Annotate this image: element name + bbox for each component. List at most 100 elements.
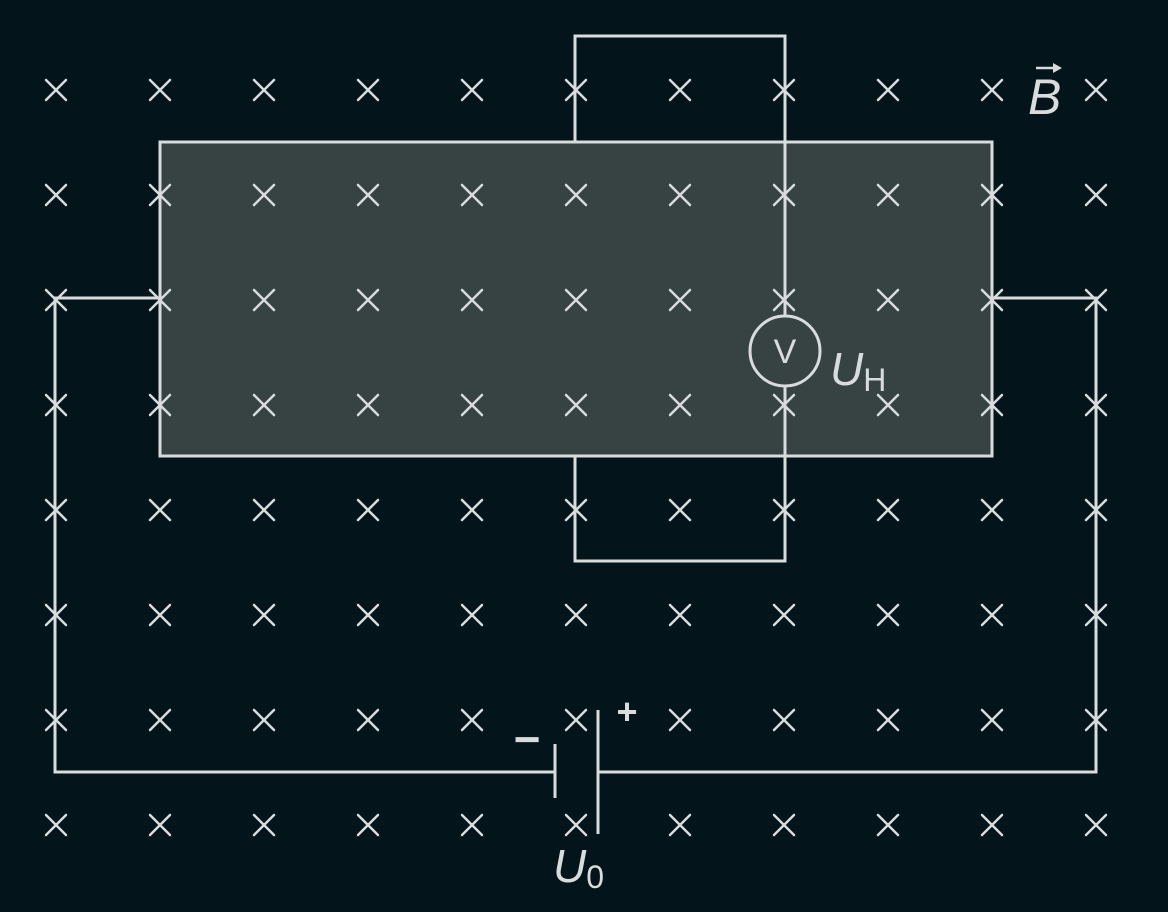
field-cross-icon bbox=[772, 78, 796, 102]
field-cross-icon bbox=[148, 78, 172, 102]
field-cross-icon bbox=[44, 708, 68, 732]
voltmeter-symbol bbox=[748, 314, 822, 388]
field-cross-icon bbox=[1084, 708, 1108, 732]
field-cross-icon bbox=[980, 288, 1004, 312]
field-cross-icon bbox=[44, 603, 68, 627]
hall-voltage-subscript: H bbox=[863, 362, 886, 398]
field-cross-icon bbox=[876, 813, 900, 837]
field-cross-icon bbox=[252, 603, 276, 627]
field-cross-icon bbox=[1084, 78, 1108, 102]
field-cross-icon bbox=[44, 288, 68, 312]
field-cross-icon bbox=[44, 393, 68, 417]
field-cross-icon bbox=[148, 708, 172, 732]
field-cross-icon bbox=[148, 498, 172, 522]
field-cross-icon bbox=[980, 78, 1004, 102]
field-cross-icon bbox=[252, 288, 276, 312]
source-voltage-subscript: 0 bbox=[586, 859, 604, 895]
field-cross-icon bbox=[564, 288, 588, 312]
field-cross-icon bbox=[876, 288, 900, 312]
field-cross-icon bbox=[772, 813, 796, 837]
field-cross-icon bbox=[876, 708, 900, 732]
field-cross-icon bbox=[876, 603, 900, 627]
field-cross-icon bbox=[980, 498, 1004, 522]
field-cross-icon bbox=[356, 393, 380, 417]
vector-arrow-icon bbox=[1036, 63, 1062, 73]
field-cross-icon bbox=[356, 708, 380, 732]
field-cross-icon bbox=[356, 183, 380, 207]
field-cross-icon bbox=[148, 288, 172, 312]
field-cross-icon bbox=[252, 78, 276, 102]
field-cross-icon bbox=[564, 708, 588, 732]
field-cross-icon bbox=[44, 183, 68, 207]
field-cross-icon bbox=[148, 813, 172, 837]
field-cross-icon bbox=[44, 498, 68, 522]
field-cross-icon bbox=[1084, 288, 1108, 312]
field-cross-icon bbox=[460, 393, 484, 417]
field-cross-icon bbox=[252, 813, 276, 837]
field-cross-icon bbox=[460, 603, 484, 627]
field-cross-icon bbox=[668, 288, 692, 312]
field-cross-icon bbox=[668, 603, 692, 627]
field-cross-icon bbox=[564, 393, 588, 417]
field-cross-icon bbox=[564, 78, 588, 102]
field-label: B bbox=[1028, 69, 1061, 125]
field-cross-icon bbox=[252, 183, 276, 207]
field-cross-icon bbox=[1084, 813, 1108, 837]
field-cross-icon bbox=[564, 813, 588, 837]
field-cross-icon bbox=[564, 498, 588, 522]
field-cross-icon bbox=[460, 813, 484, 837]
field-cross-icon bbox=[460, 183, 484, 207]
field-cross-icon bbox=[148, 393, 172, 417]
hall-voltage-label: UH bbox=[830, 343, 886, 398]
field-cross-icon bbox=[148, 183, 172, 207]
field-cross-icon bbox=[1084, 603, 1108, 627]
field-cross-icon bbox=[876, 498, 900, 522]
field-cross-icon bbox=[1084, 183, 1108, 207]
field-cross-icon bbox=[772, 603, 796, 627]
wire-right bbox=[598, 296, 1098, 774]
field-cross-icon bbox=[668, 498, 692, 522]
field-cross-icon bbox=[668, 183, 692, 207]
field-cross-icon bbox=[1084, 393, 1108, 417]
field-cross-icon bbox=[772, 288, 796, 312]
source-voltage-label: U0 bbox=[553, 840, 604, 895]
battery-plus-sign: + bbox=[616, 691, 637, 732]
field-cross-icon bbox=[252, 498, 276, 522]
field-cross-icon bbox=[44, 813, 68, 837]
field-cross-icon bbox=[980, 393, 1004, 417]
battery-minus-sign: − bbox=[514, 713, 541, 765]
magnetic-field-markers bbox=[44, 78, 1108, 837]
field-cross-icon bbox=[460, 498, 484, 522]
field-cross-icon bbox=[44, 78, 68, 102]
field-cross-icon bbox=[460, 708, 484, 732]
field-cross-icon bbox=[980, 813, 1004, 837]
field-cross-icon bbox=[772, 393, 796, 417]
field-cross-icon bbox=[668, 78, 692, 102]
field-cross-icon bbox=[772, 498, 796, 522]
field-cross-icon bbox=[876, 78, 900, 102]
wire-left bbox=[53, 296, 555, 774]
field-cross-icon bbox=[356, 78, 380, 102]
field-cross-icon bbox=[876, 393, 900, 417]
voltmeter-label: V bbox=[774, 333, 797, 371]
field-cross-icon bbox=[252, 708, 276, 732]
hall-voltage-symbol: U bbox=[830, 343, 864, 395]
field-cross-icon bbox=[980, 603, 1004, 627]
field-cross-icon bbox=[148, 603, 172, 627]
field-cross-icon bbox=[356, 498, 380, 522]
field-cross-icon bbox=[356, 813, 380, 837]
field-cross-icon bbox=[460, 78, 484, 102]
field-cross-icon bbox=[668, 708, 692, 732]
field-cross-icon bbox=[772, 708, 796, 732]
field-cross-icon bbox=[772, 183, 796, 207]
field-cross-icon bbox=[356, 603, 380, 627]
field-cross-icon bbox=[252, 393, 276, 417]
field-cross-icon bbox=[668, 813, 692, 837]
field-cross-icon bbox=[980, 708, 1004, 732]
field-cross-icon bbox=[876, 183, 900, 207]
field-cross-icon bbox=[980, 183, 1004, 207]
field-cross-icon bbox=[668, 393, 692, 417]
field-cross-icon bbox=[564, 603, 588, 627]
field-cross-icon bbox=[564, 183, 588, 207]
